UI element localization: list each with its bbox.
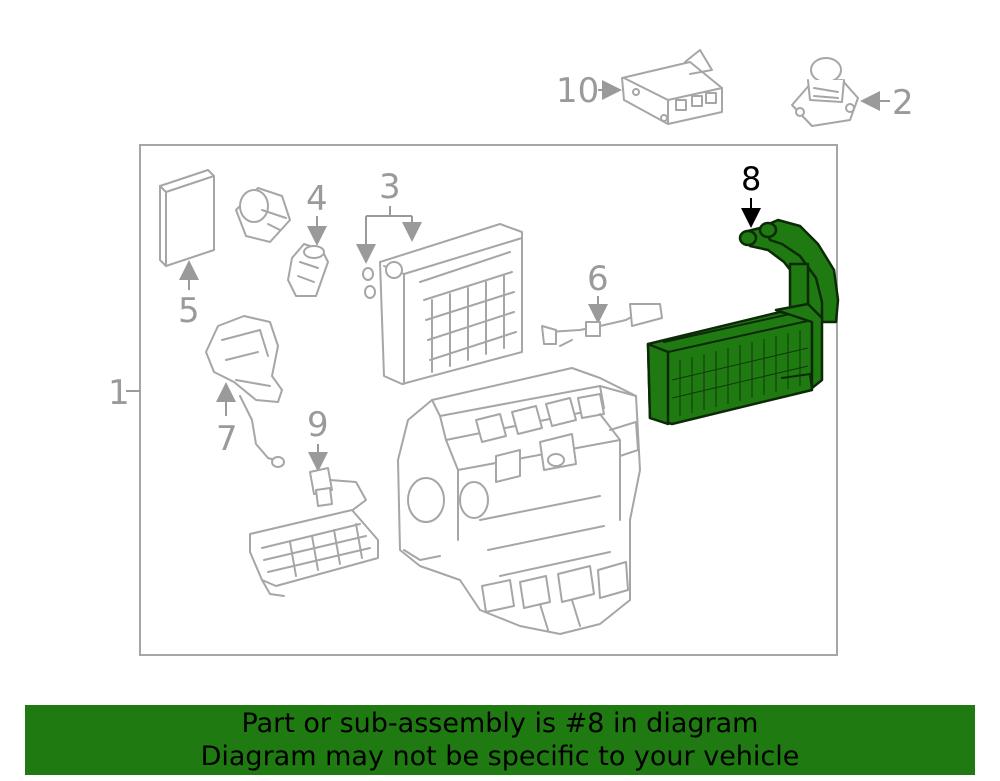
callout-10: 10	[556, 71, 599, 111]
parts-diagram: 1 10 2 5 4	[108, 49, 914, 656]
callout-3: 3	[379, 167, 401, 207]
hvac-case-part[interactable]	[397, 367, 641, 635]
blower-motor-part[interactable]	[791, 57, 859, 127]
assembly-frame	[139, 144, 838, 656]
banner-line-1: Part or sub-assembly is #8 in diagram	[241, 708, 759, 739]
callout-2: 2	[892, 83, 914, 123]
callout-4: 4	[306, 179, 328, 219]
heater-core-part[interactable]	[646, 218, 840, 426]
callout-6: 6	[587, 259, 609, 299]
callout-9: 9	[307, 405, 329, 445]
callout-3-leader	[365, 206, 413, 256]
control-module-part[interactable]	[621, 49, 723, 125]
electric-heater-part[interactable]	[249, 467, 379, 597]
banner-line-2: Diagram may not be specific to your vehi…	[200, 741, 800, 772]
air-filter-part[interactable]	[159, 169, 215, 267]
callout-8: 8	[741, 160, 761, 198]
air-duct-part[interactable]	[205, 315, 285, 468]
callout-1: 1	[108, 373, 130, 413]
temperature-sensor-part[interactable]	[541, 303, 663, 347]
callout-7: 7	[216, 419, 238, 459]
callout-5: 5	[178, 291, 200, 331]
evaporator-part[interactable]	[362, 223, 523, 385]
servo-motor-part[interactable]	[235, 187, 291, 243]
info-banner: Part or sub-assembly is #8 in diagram Di…	[25, 705, 975, 775]
resistor-part[interactable]	[287, 243, 329, 297]
